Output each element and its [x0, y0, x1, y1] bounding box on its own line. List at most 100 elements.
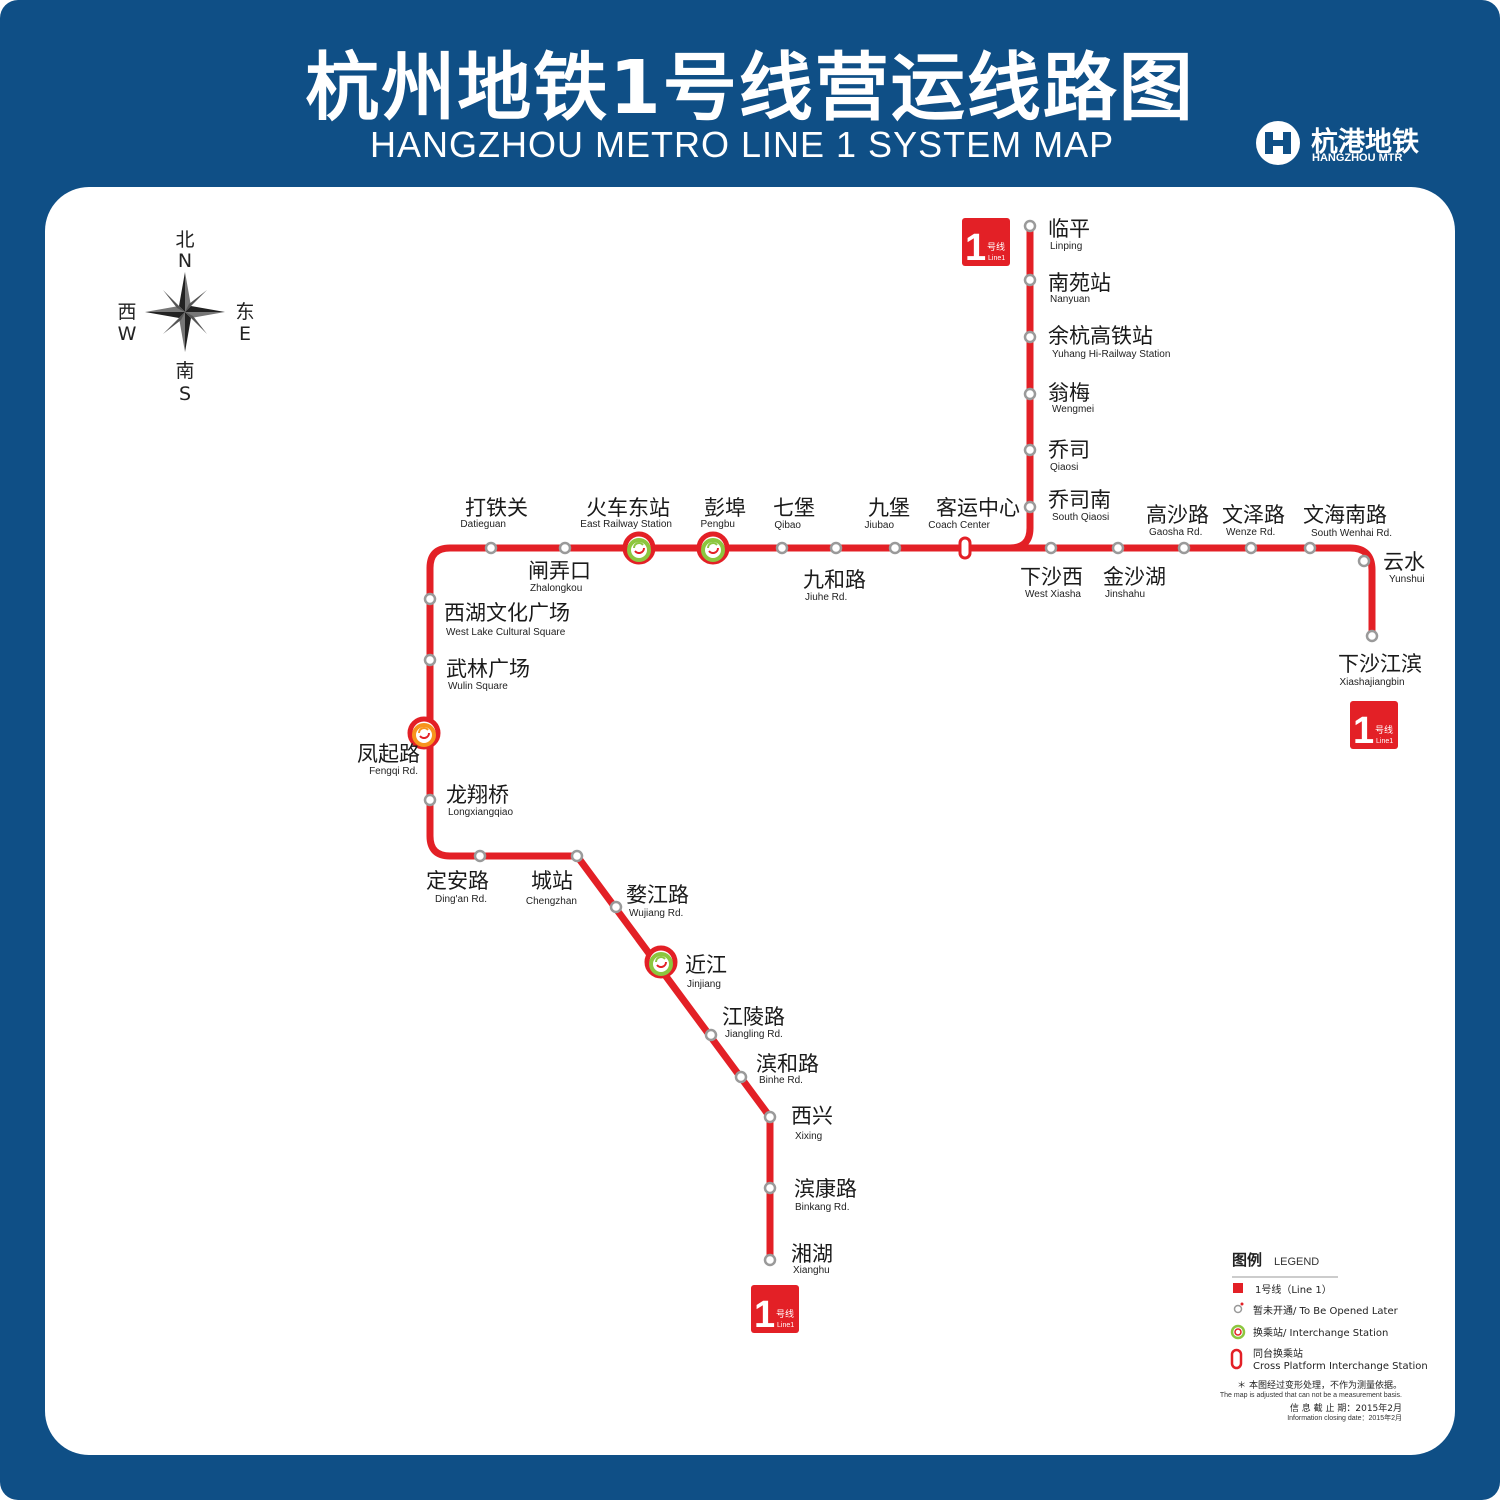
station-dot-icon	[1365, 629, 1379, 643]
station-dot-icon	[609, 900, 623, 914]
station-fengqi[interactable]	[407, 716, 441, 750]
station-name: 城站	[531, 869, 573, 893]
station-yunshui[interactable]	[1357, 554, 1371, 568]
transfer-arrow-icon	[633, 542, 644, 549]
station-wengmei[interactable]	[1023, 387, 1037, 401]
station-name: 高沙路	[1146, 503, 1209, 527]
line-badge-name-en: Line1	[1376, 738, 1393, 745]
station-dot-icon	[1111, 541, 1125, 555]
station-gaosha[interactable]	[1177, 541, 1191, 555]
station-xihu[interactable]	[423, 592, 437, 606]
info-date: 信 息 截 止 期：2015年2月	[1290, 1402, 1402, 1414]
station-name-en: Wujiang Rd.	[629, 908, 683, 919]
legend: 图例 LEGEND 1号线（Line 1） 暂未开通/ To Be Opened…	[1220, 1251, 1428, 1422]
legend-title: 图例	[1232, 1251, 1262, 1269]
interchange-ring-icon	[627, 538, 651, 562]
station-name-en: Longxiangqiao	[448, 807, 513, 818]
transfer-arrow-icon	[418, 727, 429, 734]
station-name-en: Jinshahu	[1105, 589, 1145, 600]
station-nanyuan[interactable]	[1023, 273, 1037, 287]
station-wujiang[interactable]	[609, 900, 623, 914]
line-badge-name: 号线	[1375, 724, 1393, 736]
station-dot-icon	[734, 1070, 748, 1084]
legend-interchange-icon	[1230, 1324, 1246, 1340]
station-name: 下沙西	[1020, 565, 1083, 589]
stations-layer	[407, 219, 1379, 1267]
station-name-en: Xiashajiangbin	[1339, 677, 1404, 688]
station-longxiang[interactable]	[423, 793, 437, 807]
page-subtitle: HANGZHOU METRO LINE 1 SYSTEM MAP	[370, 124, 1115, 165]
transfer-arrow-icon	[656, 961, 667, 968]
legend-line-icon	[1233, 1283, 1243, 1293]
station-dot-icon	[423, 592, 437, 606]
station-dot-icon	[484, 541, 498, 555]
station-name-en: Fengqi Rd.	[369, 766, 418, 777]
station-qibao[interactable]	[775, 541, 789, 555]
station-name: 滨康路	[794, 1177, 857, 1201]
transfer-arrow-icon	[419, 732, 430, 739]
compass: 北 N 南 S 西 W 东 E	[117, 229, 254, 405]
disclaimer-en: The map is adjusted that can not be a me…	[1220, 1392, 1402, 1399]
station-xiashajiangbin[interactable]	[1365, 629, 1379, 643]
station-dot-icon	[473, 849, 487, 863]
info-date-en: Information closing date：2015年2月	[1287, 1413, 1402, 1422]
station-name: 乔司	[1048, 438, 1090, 462]
station-jinshahu[interactable]	[1111, 541, 1125, 555]
disclaimer: ＊ 本图经过变形处理，不作为测量依据。	[1237, 1379, 1402, 1391]
station-dot-icon	[1023, 219, 1037, 233]
station-huochedong[interactable]	[622, 531, 656, 565]
station-name-en: Pengbu	[701, 519, 735, 530]
station-zhalongkou[interactable]	[558, 541, 572, 555]
station-xixing[interactable]	[763, 1110, 777, 1124]
station-linping[interactable]	[1023, 219, 1037, 233]
station-pengbu[interactable]	[696, 531, 730, 565]
legend-cross-label-en: Cross Platform Interchange Station	[1253, 1361, 1428, 1372]
station-name-en: Nanyuan	[1050, 294, 1090, 305]
station-yuhang[interactable]	[1023, 330, 1037, 344]
legend-cross-label: 同台换乘站	[1253, 1347, 1303, 1360]
station-name: 打铁关	[465, 496, 528, 520]
compass-north: N	[178, 250, 192, 272]
station-dot-icon	[775, 541, 789, 555]
station-wenhainan[interactable]	[1303, 541, 1317, 555]
station-datieguan[interactable]	[484, 541, 498, 555]
interchange-ring-icon	[701, 538, 725, 562]
station-jiangling[interactable]	[704, 1028, 718, 1042]
station-qiaosi[interactable]	[1023, 443, 1037, 457]
station-wenze[interactable]	[1244, 541, 1258, 555]
station-jinjiang[interactable]	[644, 945, 678, 979]
station-xiashaxi[interactable]	[1044, 541, 1058, 555]
station-name-en: Yunshui	[1389, 574, 1425, 585]
station-name-en: Binhe Rd.	[759, 1075, 803, 1086]
station-binhe[interactable]	[734, 1070, 748, 1084]
station-name-en: Xianghu	[793, 1265, 830, 1276]
compass-north-cn: 北	[175, 229, 194, 251]
station-qiaosinan[interactable]	[1023, 500, 1037, 514]
station-name-en: Jiubao	[865, 520, 895, 531]
station-name-en: Coach Center	[928, 520, 990, 531]
line-badge-name: 号线	[776, 1308, 794, 1320]
station-name: 余杭高铁站	[1048, 324, 1153, 348]
hangzhou-mtr-logo-icon	[1256, 121, 1300, 165]
brand-name-cn: 杭港地铁	[1311, 127, 1419, 158]
line-1-branch-track	[1010, 544, 1376, 637]
station-keyun[interactable]	[958, 536, 972, 560]
station-dot-icon	[570, 849, 584, 863]
station-wulin[interactable]	[423, 653, 437, 667]
station-name-en: Yuhang Hi-Railway Station	[1052, 349, 1170, 360]
legend-cross-platform-icon	[1230, 1348, 1243, 1370]
line-badge-number: 1	[754, 1294, 775, 1336]
station-name: 武林广场	[446, 657, 530, 681]
station-name: 七堡	[773, 496, 815, 520]
station-binkang[interactable]	[763, 1181, 777, 1195]
station-chengzhan[interactable]	[570, 849, 584, 863]
station-jiubao[interactable]	[888, 541, 902, 555]
station-name-en: Jiangling Rd.	[725, 1029, 783, 1040]
station-dingan[interactable]	[473, 849, 487, 863]
station-name: 客运中心	[936, 496, 1020, 520]
station-jiuhe[interactable]	[829, 541, 843, 555]
line-badge-east: 1 号线 Line1	[1350, 701, 1398, 752]
map-panel	[45, 187, 1455, 1455]
station-xianghu[interactable]	[763, 1253, 777, 1267]
